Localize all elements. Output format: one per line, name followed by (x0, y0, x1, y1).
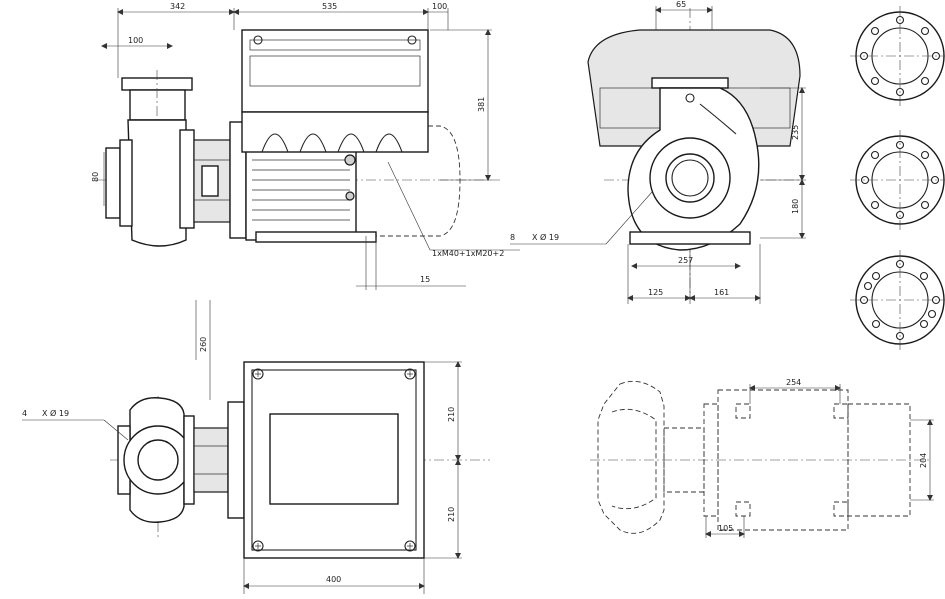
flange-details (850, 6, 945, 350)
motor-body (245, 147, 357, 241)
hole-size-front: X Ø 19 (532, 232, 559, 242)
dim-257: 257 (678, 256, 693, 265)
volute-casing (127, 119, 187, 247)
flange-detail-bottom (850, 250, 945, 350)
inlet-neck (119, 139, 133, 227)
dim-260: 260 (199, 337, 208, 352)
front-outlet-flange (651, 77, 729, 89)
hole-count-front: 8 (510, 233, 515, 242)
dim-80: 80 (91, 172, 100, 182)
dim-400: 400 (326, 575, 341, 584)
back-plate (179, 129, 195, 229)
dim-535: 535 (322, 2, 337, 11)
dim-235: 235 (791, 125, 800, 140)
plan-inlet-bore (137, 439, 179, 481)
plan-motor-flange (227, 401, 245, 519)
dim-381: 381 (477, 97, 486, 112)
plan-view: 260 210 210 400 4 X Ø 19 (22, 300, 490, 594)
dim-65: 65 (676, 0, 686, 9)
front-base (629, 231, 751, 245)
flange-detail-middle (850, 130, 945, 230)
dim-180: 180 (791, 199, 800, 214)
base-view: 254 105 204 (590, 378, 934, 538)
dim-204: 204 (919, 453, 928, 468)
cable-gland (344, 154, 356, 166)
control-box (241, 29, 429, 113)
dim-161: 161 (714, 288, 729, 297)
hole-size-plan: X Ø 19 (42, 408, 69, 418)
coupling-window (201, 165, 219, 197)
dim-100-top: 100 (432, 2, 447, 11)
dim-125: 125 (648, 288, 663, 297)
base-casing-outline (597, 380, 665, 534)
dim-342: 342 (170, 2, 185, 11)
outlet-neck (129, 89, 186, 121)
plan-bracket (193, 427, 229, 493)
side-view: 342 535 100 100 80 381 15 1xM40+1xM20+2 (91, 2, 520, 290)
plan-display-window (269, 413, 399, 505)
flange-detail-top (850, 6, 945, 106)
base-fan-outline (847, 403, 911, 517)
cable-gland (345, 191, 355, 201)
dim-210-lower: 210 (447, 507, 456, 522)
plan-back-plate (183, 415, 195, 505)
hole-count-plan: 4 (22, 409, 27, 418)
dim-15: 15 (420, 275, 430, 284)
front-view: 65 235 180 257 125 161 8 X Ø 19 (510, 0, 806, 304)
cable-entry-note: 1xM40+1xM20+2 (432, 249, 504, 258)
inlet-flange (105, 147, 121, 219)
dim-254: 254 (786, 378, 801, 387)
dim-105: 105 (718, 524, 733, 533)
base-flange-outline (703, 403, 719, 517)
terminal-box (241, 111, 429, 153)
front-inlet-bore (665, 153, 715, 203)
cooling-fin-arches (261, 133, 403, 153)
dim-210-upper: 210 (447, 407, 456, 422)
dim-100-inlet: 100 (128, 36, 143, 45)
motor-foot (255, 231, 377, 243)
motor-cooling-fins (252, 159, 350, 221)
